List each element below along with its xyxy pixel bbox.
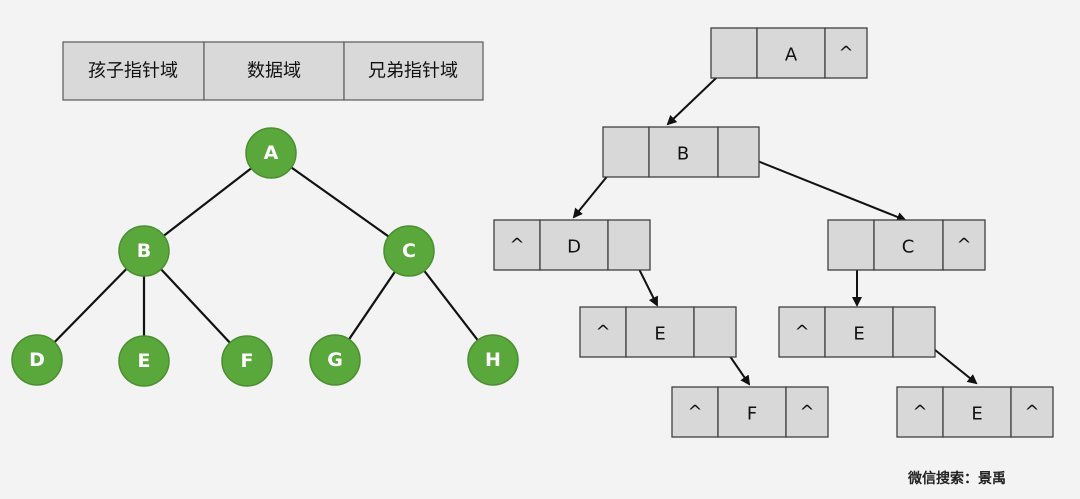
linked-node-b-child-cell: [602, 126, 650, 178]
tree-node-h-circle: [467, 334, 519, 386]
tree-node-d-label: D: [29, 349, 45, 371]
linked-node-d-data-cell: [539, 219, 609, 271]
linked-node-e-3: ^ E ^: [896, 386, 1054, 438]
legend-label-data: 数据域: [247, 61, 301, 82]
linked-node-e-2-data-cell: [824, 306, 894, 358]
tree-node-f: F: [221, 335, 273, 387]
arrow-b-to-c: [734, 151, 907, 222]
linked-node-f-sibling-text: ^: [799, 402, 814, 423]
tree-node-h: H: [467, 334, 519, 386]
linked-node-e-2-child-text: ^: [794, 322, 809, 343]
linked-node-b: B: [602, 126, 760, 178]
linked-node-a-sibling-cell: [824, 27, 868, 79]
linked-node-e-3-data-text: E: [971, 404, 982, 425]
linked-node-c-sibling-cell: [942, 219, 986, 271]
tree-nodes: A B C D E F G H: [11, 127, 519, 387]
legend-cell-sibling-pointer: [343, 41, 484, 101]
tree-node-f-label: F: [241, 350, 254, 372]
tree-node-g-label: G: [327, 349, 343, 371]
linked-node-d-child-cell: [493, 219, 541, 271]
linked-node-e-2: ^ E: [778, 306, 936, 358]
legend-label-child-pointer: 孩子指针域: [88, 61, 178, 82]
linked-node-d-data-text: D: [567, 237, 581, 258]
tree-node-b: B: [118, 225, 170, 277]
linked-node-d-child-text: ^: [509, 235, 524, 256]
linked-nodes: A ^ B ^ D C ^: [493, 27, 1054, 438]
linked-node-a-data-text: A: [785, 45, 798, 66]
linked-node-f-child-text: ^: [687, 402, 702, 423]
linked-node-e-3-child-text: ^: [912, 402, 927, 423]
linked-node-a-data-cell: [756, 27, 826, 79]
tree-node-c-label: C: [402, 240, 416, 262]
linked-node-a: A ^: [710, 27, 868, 79]
linked-node-f-data-text: F: [747, 404, 757, 425]
legend: 孩子指针域 数据域 兄弟指针域: [62, 41, 484, 101]
linked-node-f: ^ F ^: [671, 386, 829, 438]
tree-node-g-circle: [309, 334, 361, 386]
tree-node-h-label: H: [485, 349, 501, 371]
tree-edge-a-b: [143, 152, 272, 252]
tree-node-d: D: [11, 334, 63, 386]
linked-node-c-data-text: C: [902, 237, 915, 258]
legend-cell-data: [203, 41, 345, 101]
tree-node-c: C: [383, 225, 435, 277]
linked-node-e-3-sibling-cell: [1010, 386, 1054, 438]
tree-edge-a-c: [270, 152, 410, 252]
tree-node-a: A: [245, 127, 297, 179]
tree-node-c-circle: [383, 225, 435, 277]
linked-node-d-sibling-cell: [607, 219, 651, 271]
linked-node-e-1-data-text: E: [654, 324, 665, 345]
tree-node-a-circle: [245, 127, 297, 179]
linked-node-f-sibling-cell: [785, 386, 829, 438]
linked-node-a-sibling-text: ^: [838, 43, 853, 64]
linked-node-e-3-child-cell: [896, 386, 944, 438]
tree-node-b-label: B: [137, 240, 151, 262]
tree-node-e: E: [118, 335, 170, 387]
legend-cell-child-pointer: [62, 41, 205, 101]
linked-node-e-1-child-text: ^: [595, 322, 610, 343]
linked-node-e-1: ^ E: [579, 306, 737, 358]
legend-label-sibling-pointer: 兄弟指针域: [368, 61, 458, 82]
linked-node-f-child-cell: [671, 386, 719, 438]
linked-node-e-1-data-cell: [625, 306, 695, 358]
linked-node-d: ^ D: [493, 219, 651, 271]
linked-node-b-data-text: B: [677, 144, 689, 165]
linked-node-e-2-sibling-cell: [892, 306, 936, 358]
tree-node-d-circle: [11, 334, 63, 386]
linked-node-e-1-sibling-cell: [693, 306, 737, 358]
linked-node-b-sibling-cell: [717, 126, 760, 178]
linked-node-c-child-cell: [827, 219, 875, 271]
tree-node-g: G: [309, 334, 361, 386]
linked-node-e-3-sibling-text: ^: [1024, 402, 1039, 423]
tree-node-e-circle: [118, 335, 170, 387]
linked-node-c-data-cell: [873, 219, 944, 271]
linked-node-e-2-data-text: E: [853, 324, 864, 345]
linked-node-e-1-child-cell: [579, 306, 627, 358]
linked-node-a-child-cell: [710, 27, 758, 79]
tree-node-a-label: A: [264, 142, 279, 164]
linked-node-f-data-cell: [717, 386, 787, 438]
linked-node-c-sibling-text: ^: [956, 235, 971, 256]
tree-node-b-circle: [118, 225, 170, 277]
linked-node-c: C ^: [827, 219, 986, 271]
tree-node-f-circle: [221, 335, 273, 387]
watermark: 微信搜索：景禹: [907, 470, 1006, 487]
tree-node-e-label: E: [138, 350, 151, 372]
